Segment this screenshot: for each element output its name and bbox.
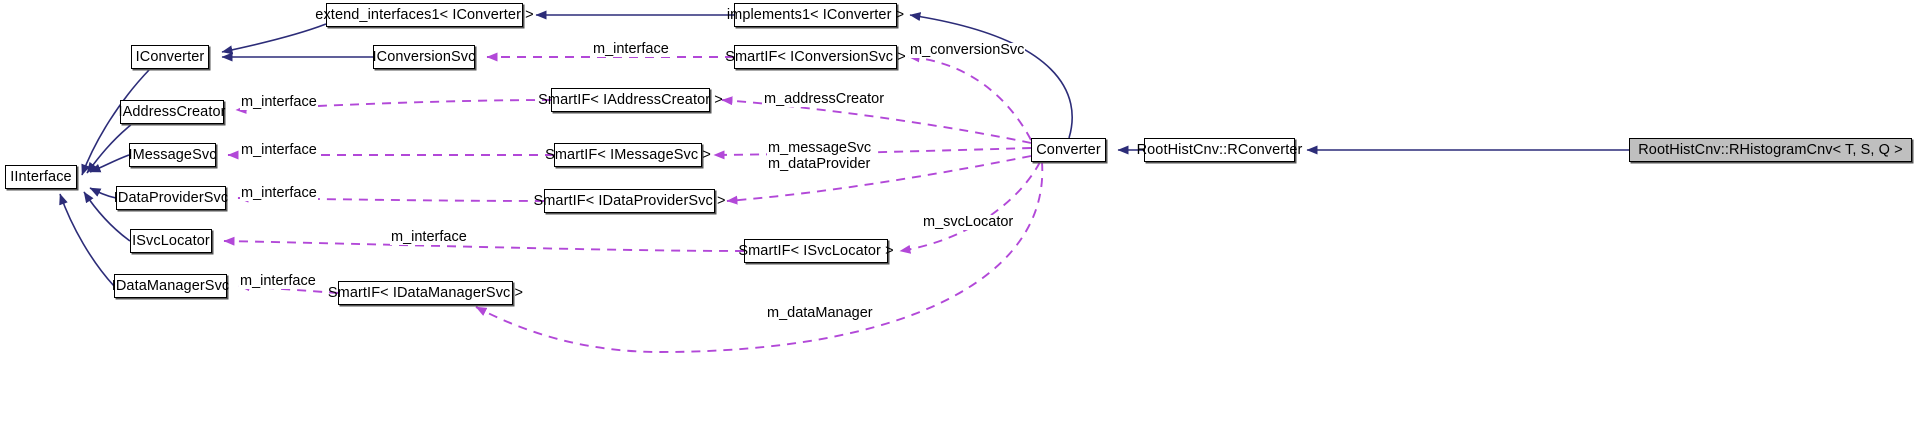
node-iconversionsvc[interactable]: IConversionSvc [373,45,475,69]
edge-converter-to-smartif-isvclocator [899,161,1041,254]
edge-label-m-interface-iconversionsvc: m_interface [592,41,670,57]
edge-label-m-svclocator: m_svcLocator [922,214,1015,230]
edge-converter-to-smartif-imessagesvc [713,147,1032,160]
node-smartif-isvclocator[interactable]: SmartIF< ISvcLocator > [738,239,894,263]
node-imessagesvc[interactable]: IMessageSvc [128,143,216,167]
node-extend-interfaces1-iconverter[interactable]: extend_interfaces1< IConverter > [315,3,534,27]
node-isvclocator[interactable]: ISvcLocator [130,229,212,253]
edge-label-m-interface-imessagesvc: m_interface [240,142,318,158]
edge-implements1-to-converter [909,12,1073,139]
edge-idataprovidersvc-to-iinterface [89,187,117,199]
edge-label-m-dataprovider: m_dataProvider [767,156,872,172]
edge-extend-interfaces-to-iconverter [221,23,327,55]
edge-smartif-isvclocator-to-isvclocator [223,236,745,252]
node-smartif-iconversionsvc[interactable]: SmartIF< IConversionSvc > [725,45,906,69]
node-smartif-iaddresscreator[interactable]: SmartIF< IAddressCreator > [538,88,723,112]
edge-iaddresscreator-to-iinterface [86,123,133,174]
node-iinterface[interactable]: IInterface [5,165,77,189]
edge-idatamanagersvc-to-iinterface [59,193,115,287]
node-idataprovidersvc[interactable]: IDataProviderSvc [114,186,228,210]
node-smartif-idataprovidersvc[interactable]: SmartIF< IDataProviderSvc > [533,189,725,213]
edge-converter-to-smartif-iconversionsvc [908,53,1032,141]
edge-label-m-conversionsvc: m_conversionSvc [909,42,1026,58]
node-implements1-iconverter[interactable]: implements1< IConverter > [727,3,904,27]
node-roothistcnv-rconverter[interactable]: RootHistCnv::RConverter [1137,138,1302,162]
edge-label-m-messagesvc: m_messageSvc [767,140,873,156]
node-smartif-imessagesvc[interactable]: SmartIF< IMessageSvc > [545,143,711,167]
node-iaddresscreator[interactable]: IAddressCreator [118,100,225,124]
node-roothistcnv-rhistogramcnv[interactable]: RootHistCnv::RHistogramCnv< T, S, Q > [1629,138,1912,162]
edge-label-m-datamanager: m_dataManager [766,305,874,321]
edge-label-m-interface-idatamanagersvc: m_interface [239,273,317,289]
edge-label-m-addresscreator: m_addressCreator [763,91,886,107]
node-smartif-idatamanagersvc[interactable]: SmartIF< IDataManagerSvc > [328,281,523,305]
node-idatamanagersvc[interactable]: IDataManagerSvc [112,274,229,298]
node-converter[interactable]: Converter [1031,138,1106,162]
edge-label-m-interface-idataprovidersvc: m_interface [240,185,318,201]
edge-label-m-interface-iaddresscreator: m_interface [240,94,318,110]
edge-label-m-interface-isvclocator: m_interface [390,229,468,245]
edge-imessagesvc-to-iinterface [89,154,130,173]
node-iconverter[interactable]: IConverter [131,45,209,69]
